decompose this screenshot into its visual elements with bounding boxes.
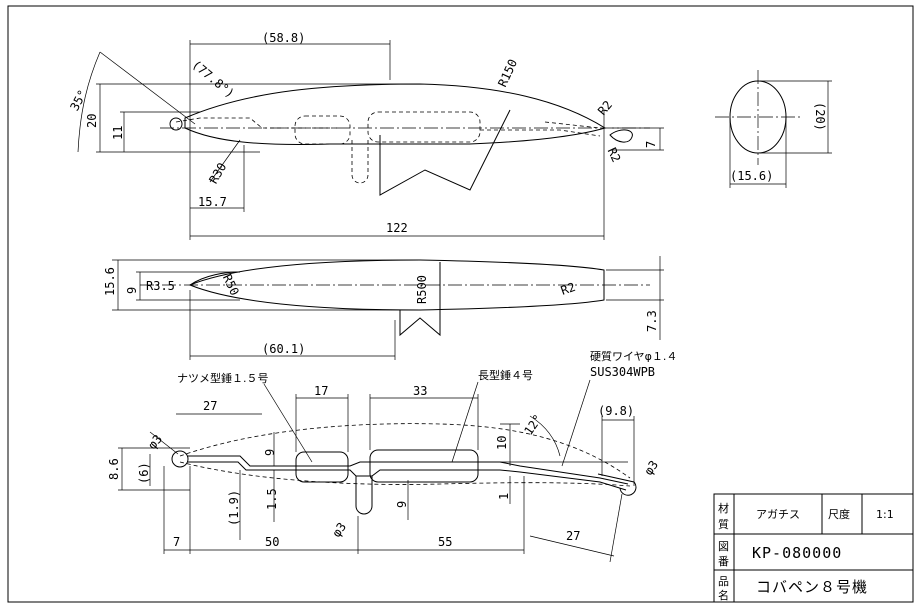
side-view: (58.8) R150 (77.8°) 35° 20 11 R30 15.7 1… [67, 31, 664, 240]
internal-view-dim-1: 1 [497, 493, 511, 500]
side-view-dim-58-8: (58.8) [262, 31, 305, 45]
top-view-dim-r2: R2 [559, 280, 577, 298]
side-view-break-leader [379, 109, 511, 196]
top-view-break-leader [399, 262, 441, 337]
top-view-dim-9: 9 [125, 287, 139, 294]
title-block-drawing-no-label-2: 番 [718, 555, 729, 568]
top-view-dim-r3-5: R3.5 [146, 279, 175, 293]
title-block-material-label-2: 質 [718, 517, 729, 531]
internal-view-dim-phi3-bottom: φ3 [329, 520, 349, 540]
side-view-dim-20: 20 [85, 114, 99, 128]
side-view-angle-leader [99, 51, 196, 125]
internal-view-dim-33: 33 [413, 384, 427, 398]
side-view-r30-leader [209, 139, 241, 183]
side-view-dim-r30: R30 [206, 160, 229, 186]
section-view-dim-15-6: (15.6) [730, 169, 773, 183]
internal-view-extension-27-bottom [609, 493, 623, 563]
internal-view-leader-weight-small [263, 383, 313, 463]
internal-view-label-wire: 硬質ワイヤφ１.４ [590, 349, 677, 363]
internal-view-dim-27-top: 27 [203, 399, 217, 413]
top-view-dim-r500: R500 [415, 275, 429, 304]
internal-view-nose-eye [171, 450, 189, 468]
internal-view: ナツメ型錘１.５号 長型錘４号 硬質ワイヤφ１.４ SUS304WPB 27 1… [107, 349, 677, 563]
internal-view-dim-angle-12: 12° [521, 412, 545, 438]
title-block-scale-label: 尺度 [828, 507, 850, 521]
side-view-body-outline [184, 83, 607, 145]
internal-view-dim-line-27-bottom [529, 535, 615, 557]
top-view: 15.6 9 R3.5 R50 R500 R2 7.3 (60.1) [103, 256, 664, 360]
internal-view-bottom-loop [355, 476, 373, 515]
title-block-product-value: コバペン８号機 [756, 578, 868, 596]
internal-view-dim-17: 17 [314, 384, 328, 398]
sheet-border [7, 5, 914, 603]
internal-view-leader-wire [561, 379, 591, 467]
title-block-product-label-1: 品 [718, 575, 729, 588]
internal-view-weight-long [369, 449, 479, 483]
top-view-dim-15-6: 15.6 [103, 267, 117, 296]
title-block-material-label-1: 材 [718, 501, 729, 515]
internal-view-dim-1-9: (1.9) [227, 490, 241, 526]
side-view-hidden-loop [351, 140, 369, 184]
internal-view-dim-7: 7 [173, 535, 180, 549]
internal-view-dim-9-bottom: 9 [395, 501, 409, 508]
side-view-dim-15-7: 15.7 [198, 195, 227, 209]
title-block: 材 質 アガチス 尺度 1:1 図 番 KP-080000 品 名 コバペン８号… [713, 493, 914, 603]
side-view-nose-eye [169, 117, 183, 131]
internal-view-leader-weight-long [451, 381, 479, 463]
internal-view-tail-eye [597, 473, 637, 496]
internal-view-label-weight-long: 長型錘４号 [478, 368, 533, 382]
title-block-frame [713, 493, 914, 603]
internal-view-dim-55: 55 [438, 535, 452, 549]
side-view-hidden-wire-front [175, 117, 340, 129]
side-view-dim-angle-77-8: (77.8°) [189, 57, 237, 100]
internal-view-dim-8-6: 8.6 [107, 458, 121, 480]
title-block-material-value: アガチス [756, 508, 800, 521]
side-view-hidden-wire-rear2 [544, 121, 601, 129]
side-view-dim-11: 11 [111, 126, 125, 140]
title-block-drawing-no-label-1: 図 [718, 540, 729, 553]
side-view-hidden-weight-long [367, 111, 481, 143]
internal-view-dim-50: 50 [265, 535, 279, 549]
side-view-dim-r2-bottom: R2 [605, 145, 624, 164]
internal-view-dim-1-5: 1.5 [265, 488, 279, 510]
title-block-product-label-2: 名 [718, 588, 729, 602]
side-view-hidden-wire-rear [480, 129, 601, 137]
internal-view-leader-phi3-left [149, 431, 179, 455]
side-view-dim-r2-top: R2 [595, 98, 615, 118]
side-view-dim-7: 7 [644, 141, 658, 148]
internal-view-dim-9-8: (9.8) [598, 404, 634, 418]
internal-view-wire-upper [188, 455, 629, 485]
title-block-drawing-no-value: KP-080000 [752, 544, 842, 562]
internal-view-dim-10: 10 [495, 436, 509, 450]
internal-view-body-outline-bottom [179, 461, 631, 487]
side-view-dim-122: 122 [386, 221, 408, 235]
internal-view-body-outline-top [179, 423, 631, 479]
title-block-scale-value: 1:1 [876, 508, 894, 521]
internal-view-label-weight-small: ナツメ型錘１.５号 [177, 371, 269, 385]
side-view-angle-arc [77, 51, 101, 153]
top-view-dim-60-1: (60.1) [262, 342, 305, 356]
section-view-dim-20: (20) [813, 102, 827, 131]
internal-view-weight-small [295, 451, 349, 483]
top-view-dim-7-3: 7.3 [645, 310, 659, 332]
side-view-dim-r150: R150 [495, 57, 520, 89]
top-view-dim-r50: R50 [220, 272, 242, 298]
internal-view-dim-phi3-right: φ3 [641, 458, 661, 478]
internal-view-dim-27-bottom: 27 [566, 529, 580, 543]
internal-view-dim-9-left: 9 [263, 449, 277, 456]
internal-view-label-wire-material: SUS304WPB [590, 365, 655, 379]
section-view: (20) (15.6) [715, 70, 832, 188]
internal-view-angle-arc-12 [529, 415, 561, 457]
side-view-hidden-weight-small [294, 115, 351, 145]
internal-view-dim-6: (6) [137, 462, 151, 484]
side-view-tail-eye [609, 129, 633, 143]
